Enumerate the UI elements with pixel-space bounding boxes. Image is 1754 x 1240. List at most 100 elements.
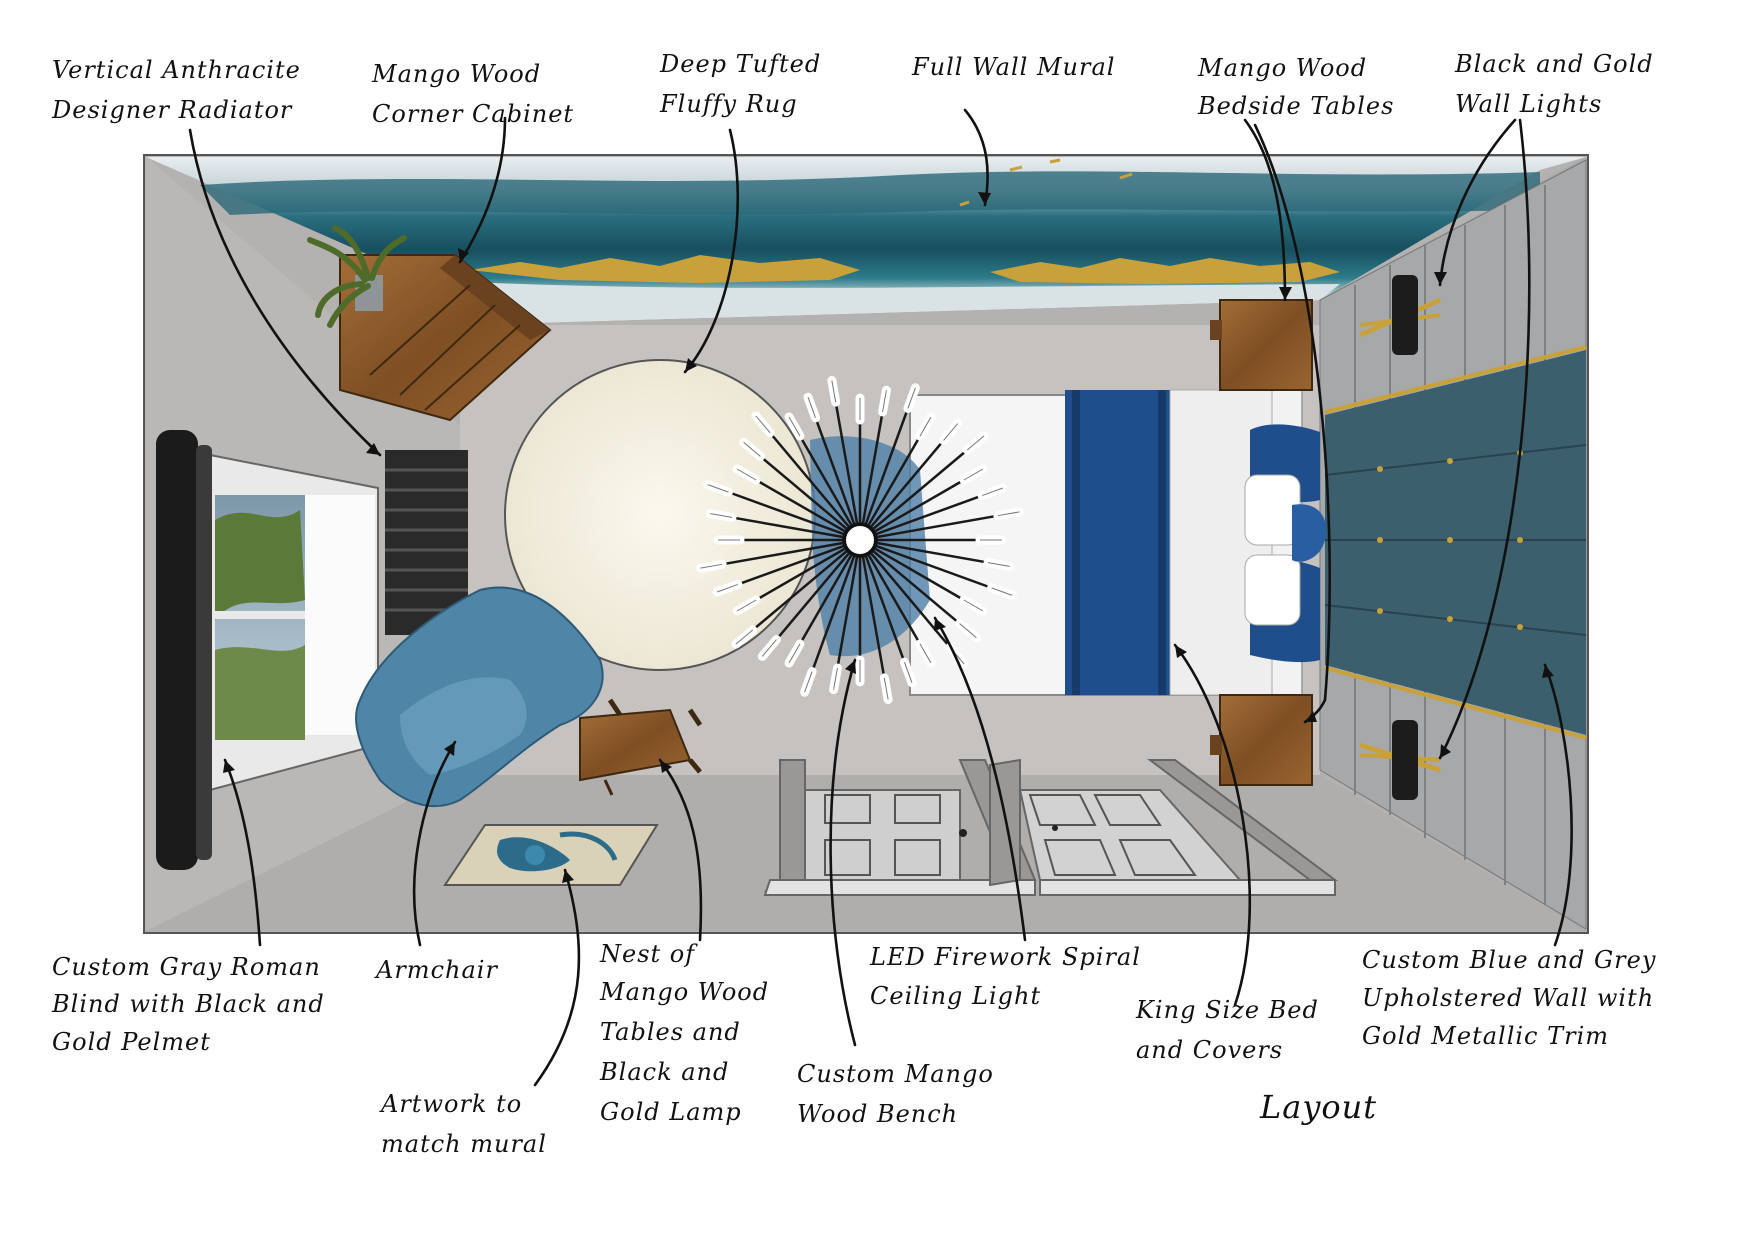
bedside-table-bottom bbox=[1210, 694, 1313, 786]
label-upholstered-wall-line2: Upholstered Wall with bbox=[1362, 984, 1654, 1012]
chandelier-spoke bbox=[877, 514, 999, 539]
chandelier-bulb-outline bbox=[736, 599, 757, 612]
label-nest-tables-line1: Nest of bbox=[599, 940, 698, 968]
chandelier-bulb-outline bbox=[710, 513, 733, 518]
doors bbox=[763, 758, 1338, 896]
label-roman-blind-line3: Gold Pelmet bbox=[52, 1028, 211, 1056]
chandelier-spoke bbox=[867, 554, 922, 645]
chandelier-spoke bbox=[759, 455, 848, 530]
label-nest-tables-line5: Gold Lamp bbox=[600, 1098, 742, 1126]
chandelier-bulb-outline bbox=[755, 415, 771, 434]
chandelier-bulb-outline bbox=[735, 629, 754, 645]
label-bed-line1: King Size Bed bbox=[1135, 996, 1319, 1024]
chandelier-spoke bbox=[867, 435, 922, 526]
pillows bbox=[1244, 424, 1327, 663]
label-radiator-line2: Designer Radiator bbox=[51, 96, 293, 124]
chandelier-bulb-outline bbox=[833, 667, 838, 690]
label-upholstered-wall-line3: Gold Metallic Trim bbox=[1362, 1022, 1609, 1050]
label-ceiling-light: LED Firework Spiral Ceiling Light bbox=[869, 943, 1141, 1010]
label-nest-tables-line3: Tables and bbox=[600, 1018, 741, 1046]
label-bedside-tables-line2: Bedside Tables bbox=[1197, 92, 1394, 120]
label-ceiling-light-line1: LED Firework Spiral bbox=[869, 943, 1141, 971]
chandelier-bulb-outline bbox=[882, 390, 887, 413]
label-ceiling-light-line2: Ceiling Light bbox=[870, 982, 1041, 1010]
king-size-bed bbox=[909, 389, 1327, 696]
chandelier-bulb-outline bbox=[831, 380, 837, 403]
chandelier-bulb-outline bbox=[788, 416, 801, 437]
chandelier-bulb-outline bbox=[919, 416, 932, 437]
chandelier-bulb-outline bbox=[991, 587, 1013, 596]
chandelier-spoke bbox=[737, 544, 844, 586]
chandelier-spoke bbox=[769, 431, 850, 528]
label-rug-line2: Fluffy Rug bbox=[659, 90, 798, 118]
chandelier-bulb-outline bbox=[987, 562, 1010, 567]
chandelier-bulb-outline bbox=[963, 599, 984, 612]
roman-blind bbox=[156, 430, 212, 870]
chandelier-spoke bbox=[728, 490, 844, 536]
label-bench-line1: Custom Mango bbox=[797, 1060, 994, 1088]
label-mural-line1: Full Wall Mural bbox=[911, 53, 1115, 81]
chandelier-spoke bbox=[755, 478, 846, 533]
chandelier-bulb-outline bbox=[966, 435, 985, 451]
chandelier-spoke bbox=[798, 435, 853, 526]
chandelier-spoke bbox=[872, 449, 969, 530]
label-armchair-line1: Armchair bbox=[374, 956, 498, 984]
armchair bbox=[355, 586, 604, 808]
chandelier-bulb-outline bbox=[743, 441, 761, 457]
diagram-caption: Layout bbox=[1259, 1088, 1377, 1126]
chandelier-spoke bbox=[721, 541, 843, 566]
chandelier-spoke bbox=[876, 494, 983, 536]
label-nest-tables-line4: Black and bbox=[599, 1058, 729, 1086]
label-roman-blind-line1: Custom Gray Roman bbox=[52, 953, 321, 981]
label-bed-line2: and Covers bbox=[1136, 1036, 1283, 1064]
label-bench-line2: Wood Bench bbox=[797, 1100, 958, 1128]
bedside-table-top bbox=[1210, 299, 1313, 391]
firework-ceiling-light bbox=[695, 375, 1025, 705]
plant-on-cabinet bbox=[307, 225, 407, 328]
chandelier-spoke bbox=[731, 516, 843, 539]
label-roman-blind-line2: Blind with Black and bbox=[51, 990, 325, 1018]
corner-cabinet bbox=[307, 225, 552, 422]
chandelier-spoke bbox=[870, 552, 951, 649]
wall-mural bbox=[146, 157, 1586, 325]
chandelier-spoke bbox=[751, 550, 848, 631]
chandelier-bulb-outline bbox=[907, 387, 916, 409]
chandelier-spoke bbox=[836, 557, 859, 669]
label-rug: Deep Tufted Fluffy Rug bbox=[659, 50, 821, 118]
chandelier-bulb-outline bbox=[959, 623, 977, 639]
chandelier-spoke bbox=[861, 557, 886, 679]
chandelier-bulb-outline bbox=[997, 511, 1020, 517]
chandelier-bulb-outline bbox=[788, 643, 801, 664]
chandelier-bulb-outline bbox=[919, 643, 932, 664]
label-corner-cabinet: Mango Wood Corner Cabinet bbox=[371, 60, 573, 128]
label-bed: King Size Bed and Covers bbox=[1135, 996, 1319, 1064]
wall-light-top bbox=[1358, 275, 1442, 355]
chandelier-spoke bbox=[874, 547, 965, 602]
wall-light-bottom bbox=[1359, 720, 1441, 800]
chandelier-spoke bbox=[877, 541, 989, 564]
chandelier-hub bbox=[842, 522, 878, 558]
chandelier-spoke bbox=[810, 556, 856, 672]
chandelier-bulb-outline bbox=[700, 563, 723, 569]
annotation-arrows bbox=[188, 108, 1573, 1087]
chandelier-spoke bbox=[861, 411, 884, 523]
chandelier-spoke bbox=[775, 552, 850, 641]
label-radiator: Vertical Anthracite Designer Radiator bbox=[51, 56, 300, 124]
chandelier-spoke bbox=[872, 550, 961, 625]
chandelier-bulb-outline bbox=[963, 468, 984, 481]
label-wall-lights-line1: Black and Gold bbox=[1454, 50, 1654, 78]
label-upholstered-wall: Custom Blue and Grey Upholstered Wall wi… bbox=[1362, 946, 1655, 1050]
label-wall-lights: Black and Gold Wall Lights bbox=[1454, 50, 1654, 118]
chandelier-spoke bbox=[876, 544, 992, 590]
label-roman-blind: Custom Gray Roman Blind with Black and G… bbox=[51, 953, 325, 1056]
label-rug-line1: Deep Tufted bbox=[659, 50, 821, 78]
chandelier-spoke bbox=[874, 478, 965, 533]
label-corner-cabinet-line1: Mango Wood bbox=[371, 60, 541, 88]
chandelier-spoke bbox=[864, 556, 906, 663]
chandelier-spoke bbox=[755, 547, 846, 602]
chandelier-spoke bbox=[798, 554, 853, 645]
chandelier-bulb-outline bbox=[883, 677, 889, 700]
chandelier-bulb-outline bbox=[807, 396, 817, 419]
label-artwork: Artwork to match mural bbox=[379, 1090, 546, 1158]
